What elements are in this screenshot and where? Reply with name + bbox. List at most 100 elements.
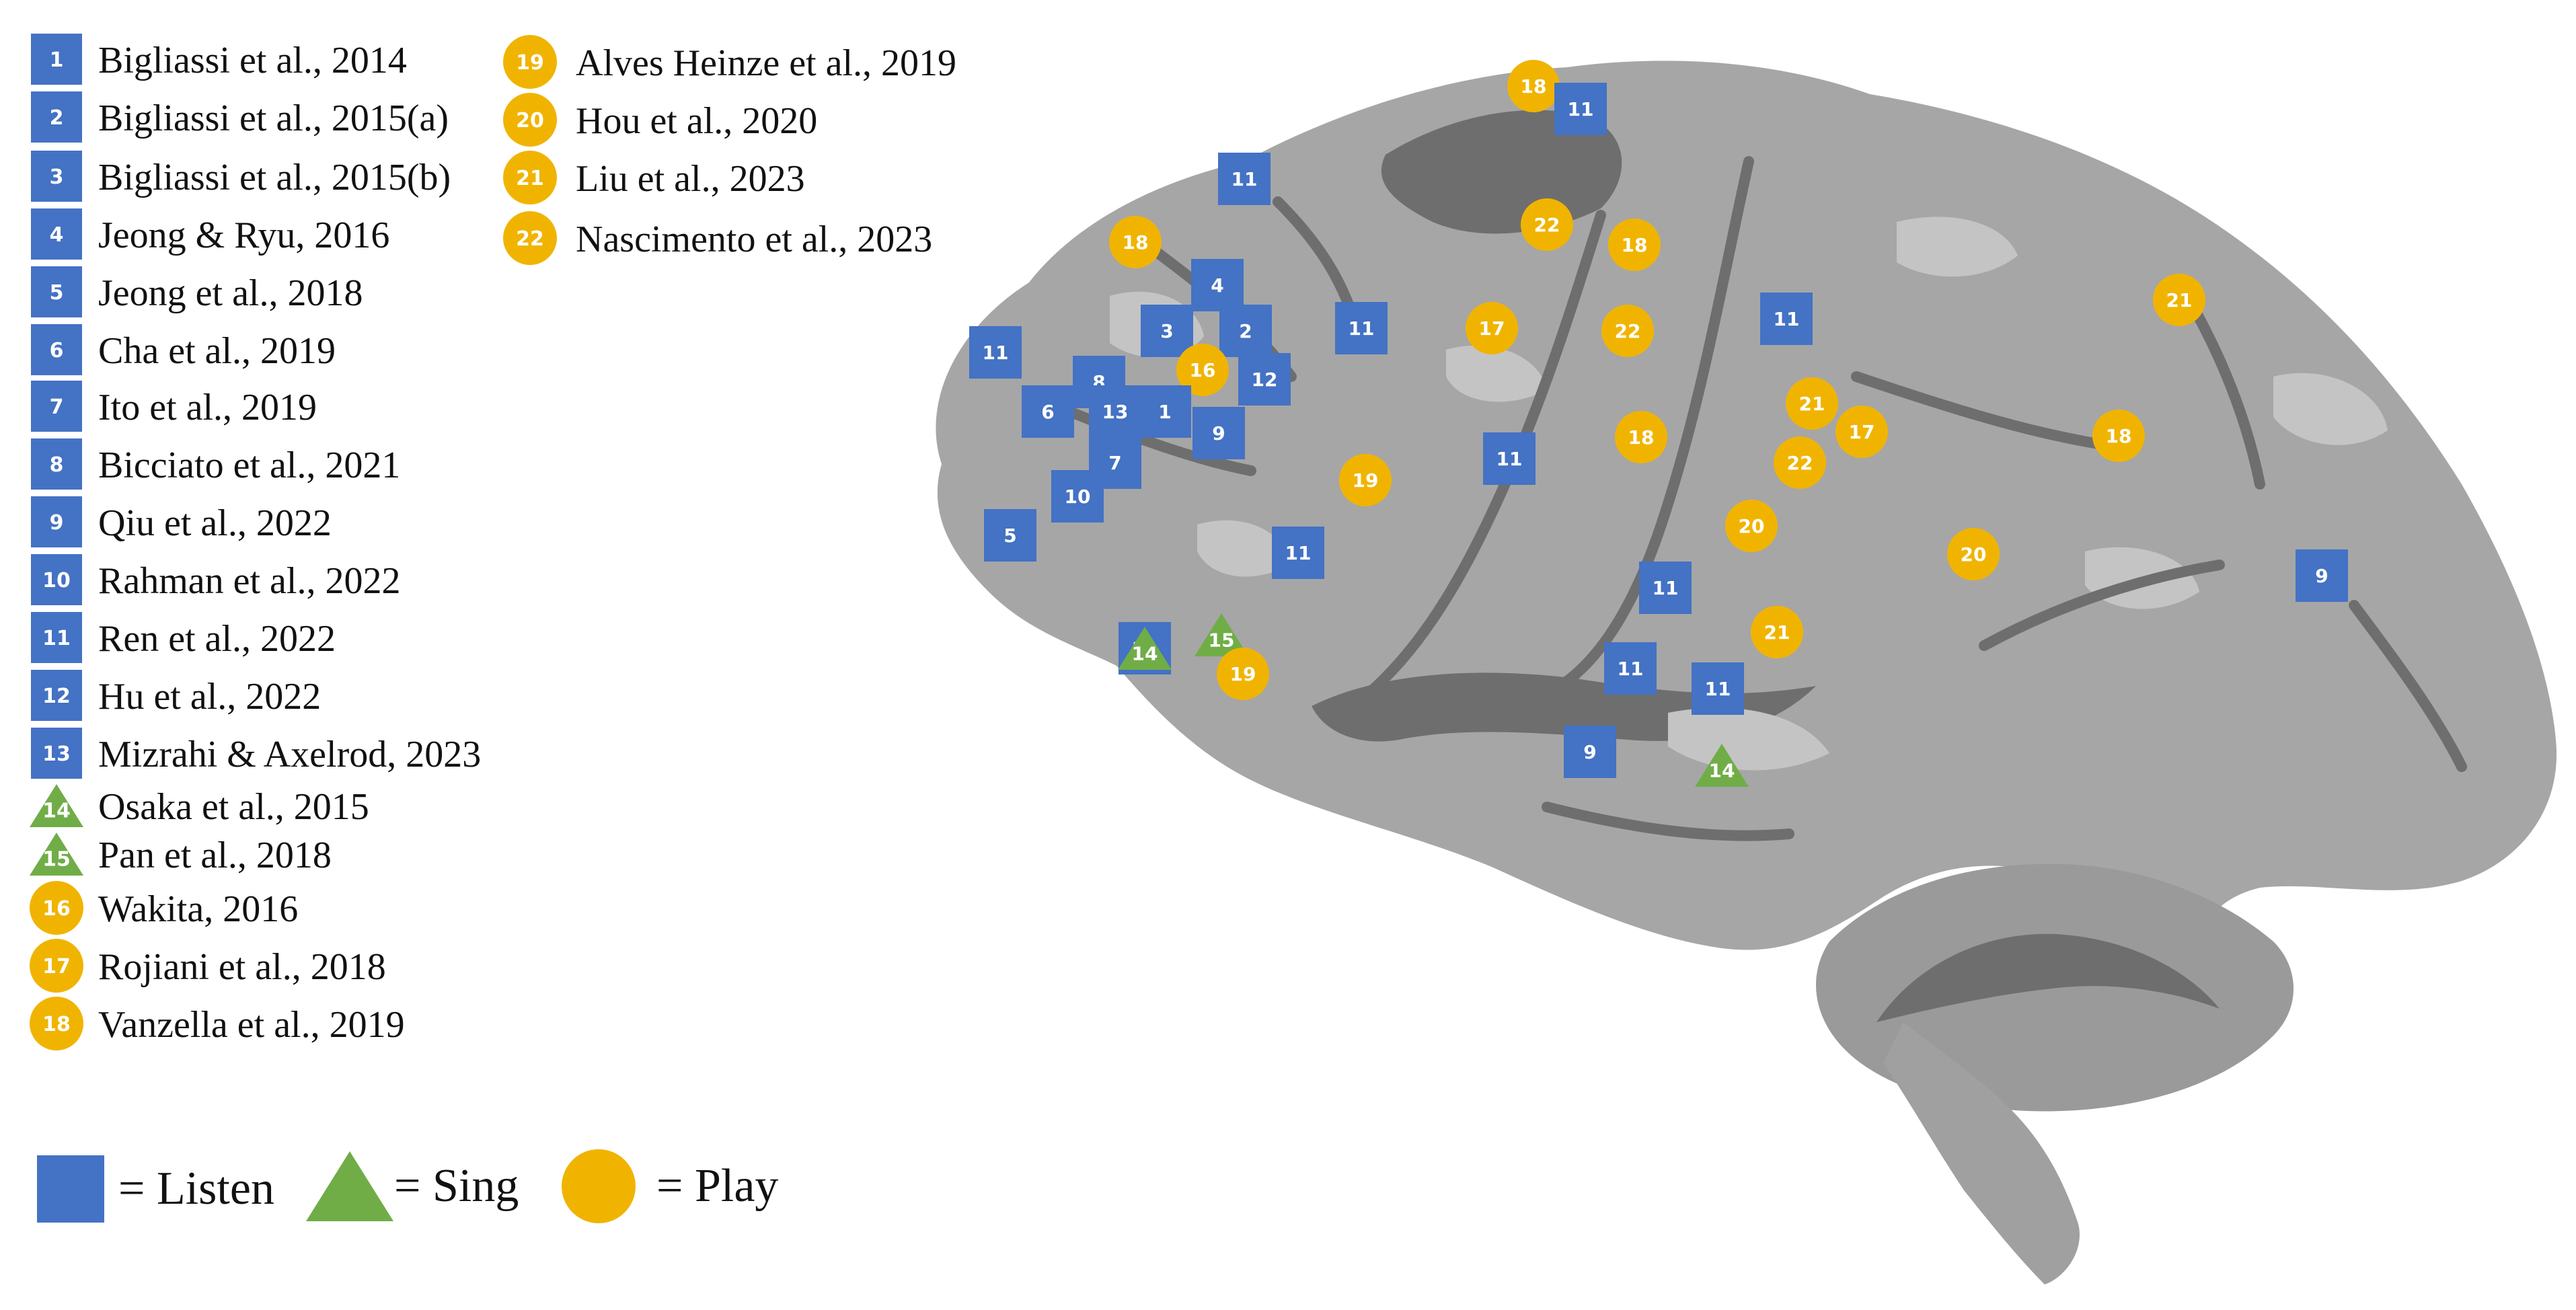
legend-label-22: Nascimento et al., 2023 [576,219,932,260]
marker-square-11-square [1760,293,1813,345]
key-square-swatch [37,1155,104,1223]
key-circle-swatch-circle [562,1149,636,1223]
gyrus-patch [1446,345,1547,402]
marker-square-11-square [1218,153,1271,205]
marker-circle-22-circle [1601,305,1654,357]
marker-circle-22-number: 22 [1615,320,1641,342]
sulcus-line [1542,802,1794,841]
marker-circle-18-number: 18 [1622,234,1648,256]
marker-square-10-number: 10 [1065,486,1091,508]
marker-circle-19: 19 [1217,648,1269,700]
brain-illustration [936,61,2557,1284]
legend-label-14: Osaka et al., 2015 [98,786,369,828]
marker-triangle-14-triangle [1695,744,1749,787]
legend-marker-11-square [31,612,82,663]
marker-square-11-number: 11 [1349,317,1375,340]
marker-circle-19: 19 [1339,454,1392,506]
marker-circle-19-circle [1339,454,1392,506]
legend-marker-14: 14 [30,784,83,827]
legend-marker-19-circle [503,35,557,89]
marker-square-1-square [1139,385,1191,438]
marker-circle-17-circle [1466,302,1518,354]
marker-square-13-number: 13 [1102,401,1129,423]
legend-marker-5-square [31,266,82,317]
marker-circle-22-circle [1774,436,1826,489]
legend-marker-10-number: 10 [42,569,71,592]
marker-triangle-15: 15 [1195,613,1248,656]
marker-circle-22: 22 [1774,436,1826,489]
legend-marker-20: 20 [503,93,557,147]
legend-label-5: Jeong et al., 2018 [98,272,363,314]
legend-marker-5-number: 5 [50,281,64,305]
marker-square-3-number: 3 [1160,320,1173,342]
marker-circle-18-number: 18 [1628,426,1655,449]
cerebellum-fold [1877,933,2220,1022]
marker-circle-17-number: 17 [1849,421,1875,443]
marker-square-12-number: 12 [1252,369,1278,391]
marker-circle-16: 16 [1176,344,1229,396]
legend-marker-16-number: 16 [42,897,71,921]
sulcus-line [1851,371,2104,449]
marker-square-11: 11 [1604,642,1657,695]
legend-marker-20-circle [503,93,557,147]
marker-triangle-15-number: 15 [1209,629,1235,652]
legend-marker-21: 21 [503,151,557,204]
marker-circle-16-number: 16 [1190,359,1216,381]
motor-cortex-dark [1381,110,1622,234]
key-circle-swatch [562,1149,636,1223]
marker-square-9-square [1564,726,1616,778]
marker-circle-18-number: 18 [1123,231,1149,254]
marker-circle-18: 18 [1109,216,1162,268]
marker-square-11-square [1272,527,1324,579]
marker-circle-20: 20 [1725,500,1778,552]
marker-square-9: 9 [2296,549,2348,602]
legend-marker-3: 3 [31,151,82,202]
legend-marker-14-number: 14 [42,800,71,823]
legend-marker-7-number: 7 [50,395,64,419]
marker-circle-19-number: 19 [1353,469,1379,492]
legend-label-4: Jeong & Ryu, 2016 [98,215,389,256]
legend-marker-9: 9 [31,496,82,547]
marker-square-9-number: 9 [2315,565,2328,587]
marker-square-6-number: 6 [1041,401,1054,423]
marker-circle-18-number: 18 [2106,425,2132,447]
legend-marker-17-circle [30,939,83,993]
marker-circle-22: 22 [1521,198,1573,251]
legend-marker-15-number: 15 [42,848,71,872]
legend-marker-14-triangle [30,784,83,827]
gyrus-patch [1668,707,1829,771]
marker-circle-20-circle [1725,500,1778,552]
legend-marker-8: 8 [31,438,82,490]
marker-square-6: 6 [1022,385,1074,438]
sulcus-line [1340,210,1606,718]
marker-circle-18-circle [1608,219,1661,271]
legend-label-16: Wakita, 2016 [98,888,298,930]
legend-marker-12: 12 [31,670,82,721]
marker-square-11-number: 11 [1618,658,1644,680]
legend-marker-9-number: 9 [50,511,64,535]
legend-marker-13: 13 [31,728,82,779]
legend-marker-3-square [31,151,82,202]
key-circle-label: = Play [656,1160,778,1212]
legend-marker-17: 17 [30,939,83,993]
marker-square-6-square [1022,385,1074,438]
marker-circle-18: 18 [1608,219,1661,271]
legend-marker-8-square [31,438,82,490]
marker-square-9: 9 [1564,726,1616,778]
marker-square-11-square [1554,83,1607,135]
marker-square-11-number: 11 [1285,542,1312,564]
legend-marker-4: 4 [31,208,82,260]
marker-circle-18-circle [1615,411,1667,463]
legend-marker-18-circle [30,997,83,1050]
marker-circle-21: 21 [1786,377,1838,430]
marker-circle-20: 20 [1947,528,2000,580]
legend-marker-13-number: 13 [42,742,71,766]
legend-marker-22-circle [503,211,557,265]
marker-square-11-number: 11 [1568,98,1594,120]
marker-square-11-square [1639,562,1692,614]
marker-square-11: 11 [969,326,1022,379]
marker-square-9-square [1192,407,1245,459]
legend-marker-18-number: 18 [42,1013,71,1036]
legend-marker-10-square [31,554,82,605]
